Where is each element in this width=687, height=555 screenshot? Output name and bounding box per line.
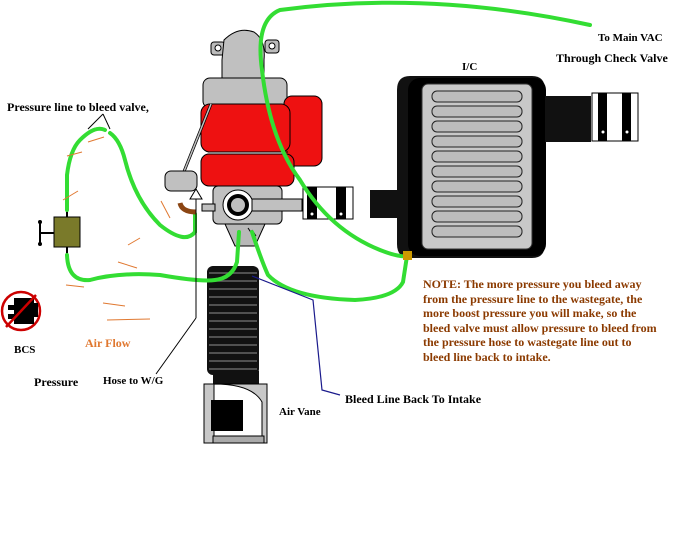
note-line: the pressure hose to wastegate line out … <box>423 335 632 350</box>
intake-hose <box>207 266 259 375</box>
note-line: from the pressure line to the wastegate,… <box>423 291 643 306</box>
note-line: NOTE: The more pressure you bleed away <box>423 277 642 291</box>
bcs-label: BCS <box>14 344 36 356</box>
main-vac-line <box>258 0 592 259</box>
pressure-line-label: Pressure line to bleed valve, <box>7 100 149 114</box>
bcs-crossed-icon <box>0 290 42 332</box>
green-hoses <box>65 0 592 303</box>
air-flow-label: Air Flow <box>85 336 131 350</box>
lower-hose <box>65 230 241 283</box>
pressure-line-right <box>108 131 197 240</box>
air-vane <box>203 371 268 444</box>
check-valve-coupler <box>545 92 639 142</box>
bleed-line-pointer <box>251 275 341 396</box>
hose-wg-label: Hose to W/G <box>103 375 164 387</box>
bleed-return-line <box>250 230 409 303</box>
note-line: more boost pressure you will make, so th… <box>423 306 637 321</box>
note-line: bleed valve must allow pressure to bleed… <box>423 320 657 335</box>
intercooler <box>397 76 546 258</box>
airflow-marks <box>62 136 171 321</box>
note-line: bleed line back to intake. <box>423 349 551 364</box>
note-text: NOTE: The more pressure you bleed away f… <box>423 277 685 365</box>
check-valve-label: Through Check Valve <box>556 51 668 65</box>
bleed-valve <box>38 208 81 256</box>
intercooler-label: I/C <box>462 61 478 73</box>
pointer-lines <box>87 113 203 375</box>
pressure-line-left <box>65 126 107 212</box>
main-vac-label: To Main VAC <box>598 32 663 44</box>
bleed-line-label: Bleed Line Back To Intake <box>345 392 482 406</box>
air-vane-label: Air Vane <box>279 406 321 418</box>
pressure-label: Pressure <box>34 375 79 389</box>
